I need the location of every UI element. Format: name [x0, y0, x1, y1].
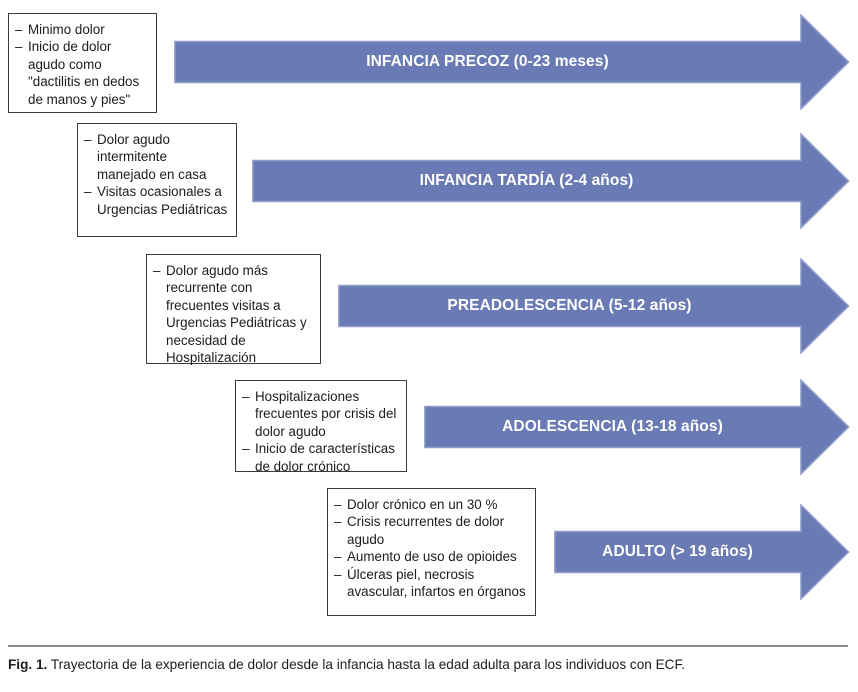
arrow-infancia-precoz: INFANCIA PRECOZ (0-23 meses)	[174, 14, 850, 110]
note-box-preadolescencia: Dolor agudo más recurrente con frecuente…	[146, 254, 321, 366]
arrow-shape-icon	[174, 14, 850, 110]
note-item: Minimo dolor	[15, 21, 148, 39]
note-list: Dolor agudo intermitente manejado en cas…	[84, 131, 228, 218]
note-item: Hospitalizaciones frecuentes por crisis …	[242, 388, 398, 440]
note-item: Aumento de uso de opioides	[334, 548, 527, 566]
note-box-adolescencia: Hospitalizaciones frecuentes por crisis …	[235, 380, 407, 475]
figure-caption-text: Trayectoria de la experiencia de dolor d…	[50, 657, 686, 672]
arrow-adulto: ADULTO (> 19 años)	[554, 504, 850, 600]
note-item: Úlceras piel, necrosis avascular, infart…	[334, 566, 527, 601]
note-item: Visitas ocasionales a Urgencias Pediátri…	[84, 183, 228, 218]
figure-caption: Fig. 1. Trayectoria de la experiencia de…	[8, 656, 850, 674]
note-box-infancia-tardia: Dolor agudo intermitente manejado en cas…	[77, 123, 237, 237]
arrow-shape-icon	[424, 379, 850, 475]
arrow-adolescencia: ADOLESCENCIA (13-18 años)	[424, 379, 850, 475]
note-item: Inicio de características de dolor cróni…	[242, 440, 398, 475]
note-item: Crisis recurrentes de dolor agudo	[334, 513, 527, 548]
note-list: Dolor crónico en un 30 % Crisis recurren…	[334, 496, 527, 600]
note-list: Hospitalizaciones frecuentes por crisis …	[242, 388, 398, 475]
note-box-infancia-precoz: Minimo dolor Inicio de dolor agudo como …	[8, 13, 157, 113]
note-list: Minimo dolor Inicio de dolor agudo como …	[15, 21, 148, 108]
note-item: Dolor agudo más recurrente con frecuente…	[153, 262, 312, 366]
arrow-shape-icon	[338, 258, 850, 354]
note-list: Dolor agudo más recurrente con frecuente…	[153, 262, 312, 366]
arrow-infancia-tardia: INFANCIA TARDÍA (2-4 años)	[252, 133, 850, 229]
arrow-shape-icon	[252, 133, 850, 229]
arrow-preadolescencia: PREADOLESCENCIA (5-12 años)	[338, 258, 850, 354]
figure-number: Fig. 1.	[8, 657, 48, 672]
arrow-shape-icon	[554, 504, 850, 600]
note-item: Dolor agudo intermitente manejado en cas…	[84, 131, 228, 183]
note-box-adulto: Dolor crónico en un 30 % Crisis recurren…	[327, 488, 536, 616]
caption-divider	[8, 645, 848, 647]
note-item: Dolor crónico en un 30 %	[334, 496, 527, 514]
note-item: Inicio de dolor agudo como "dactilitis e…	[15, 38, 148, 108]
